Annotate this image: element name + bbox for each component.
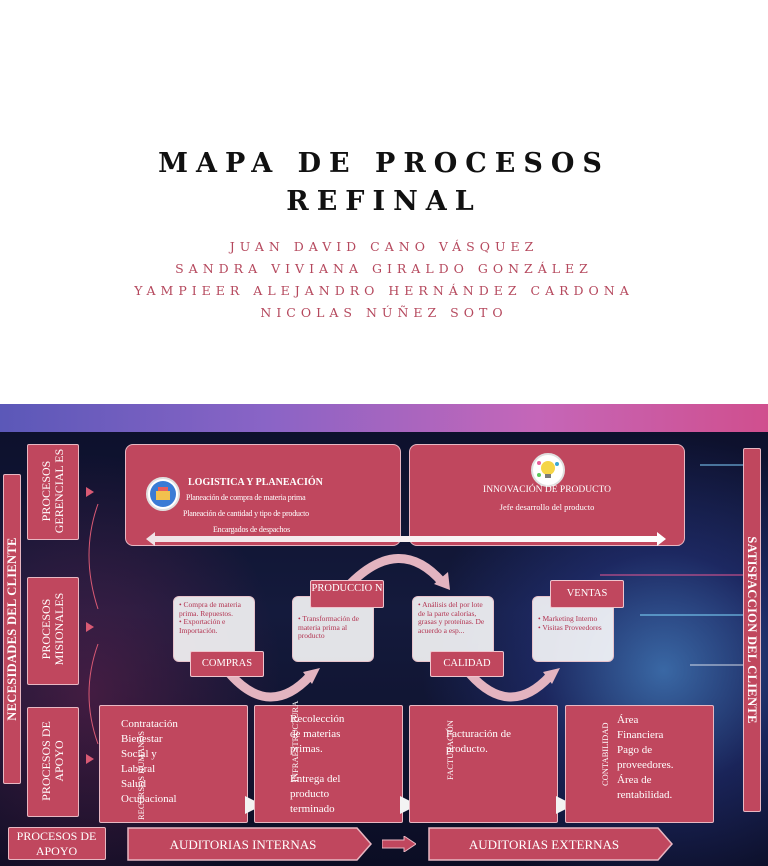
- infra-line: producto: [290, 788, 330, 800]
- compras-label: COMPRAS: [190, 651, 264, 677]
- auditorias-internas-chevron: [127, 827, 372, 861]
- row-gerenciales-label: PROCESOS GERENCIAL ES: [39, 448, 66, 534]
- ventas-item: Visitas Proveedores: [538, 623, 608, 633]
- facturacion-text: Facturación de producto.: [446, 727, 511, 757]
- bottom-apoyo-text: PROCESOS DE APOYO: [16, 829, 97, 858]
- auditorias-externas-chevron: [428, 827, 673, 861]
- facturacion-line: producto.: [446, 743, 488, 755]
- rrhh-line: Ocupacional: [121, 793, 177, 805]
- innovacion-box: INNOVACIÓN DE PRODUCTO Jefe desarrollo d…: [409, 444, 685, 546]
- innovacion-title: INNOVACIÓN DE PRODUCTO: [483, 485, 611, 495]
- logistica-title: LOGISTICA Y PLANEACIÓN: [188, 477, 323, 488]
- rrhh-box: [99, 705, 248, 823]
- connector-curves: [88, 503, 99, 745]
- auditorias-externas-label: AUDITORIAS EXTERNAS: [468, 837, 620, 852]
- light-streak: [690, 664, 750, 666]
- contabilidad-line: Área de: [617, 774, 652, 786]
- contabilidad-line: Financiera: [617, 729, 664, 741]
- infra-line: primas.: [290, 743, 323, 755]
- rrhh-line: Contratación: [121, 718, 178, 730]
- light-streak: [700, 464, 750, 466]
- facturacion-line: Facturación de: [446, 728, 512, 740]
- compras-item: Exportación e Importación.: [179, 617, 249, 635]
- logistics-icon: [146, 477, 180, 511]
- contabilidad-side-label: CONTABILIDAD: [600, 722, 610, 786]
- produccion-label: PRODUCCIO N: [310, 580, 384, 608]
- rrhh-line: Laboral: [121, 763, 156, 775]
- ventas-label: VENTAS: [550, 580, 624, 608]
- rrhh-line: Bienestar: [121, 733, 163, 745]
- logistica-line-2: Planeación de cantidad y tipo de product…: [183, 509, 309, 518]
- author-3: YAMPIEER ALEJANDRO HERNÁNDEZ CARDONA: [134, 283, 634, 298]
- double-arrow-bar: [146, 532, 666, 546]
- arrow-right-icon: [86, 487, 94, 497]
- lightbulb-icon: [531, 453, 565, 487]
- contabilidad-line: proveedores.: [617, 759, 674, 771]
- rrhh-line: Social y: [121, 748, 157, 760]
- title-slide: MAPA DE PROCESOS REFINAL JUAN DAVID CANO…: [0, 0, 768, 404]
- contabilidad-line: rentabilidad.: [617, 789, 673, 801]
- author-2: SANDRA VIVIANA GIRALDO GONZÁLEZ: [175, 261, 593, 276]
- author-4: NICOLAS NÚÑEZ SOTO: [260, 305, 508, 320]
- arrow-right-icon: [86, 754, 94, 764]
- calidad-label: CALIDAD: [430, 651, 504, 677]
- row-apoyo-box: [27, 707, 79, 817]
- facturacion-box: [409, 705, 558, 823]
- author-1: JUAN DAVID CANO VÁSQUEZ: [229, 239, 539, 254]
- infra-line: [290, 757, 344, 772]
- rrhh-text: Contratación Bienestar Social y Laboral …: [121, 717, 178, 807]
- arrow-right-icon: [382, 836, 416, 852]
- top-gradient-band: [0, 404, 768, 432]
- title-line-1: MAPA DE PROCESOS: [158, 148, 610, 179]
- row-misionales-label: PROCESOS MISIONALES: [39, 592, 66, 666]
- light-streak: [600, 574, 750, 576]
- row-misionales-box: [27, 577, 79, 685]
- client-needs-bar: [3, 474, 21, 784]
- client-satisfaction-bar: [743, 448, 761, 812]
- arrow-right-icon: [86, 622, 94, 632]
- auditorias-internas-label: AUDITORIAS INTERNAS: [169, 837, 317, 852]
- client-needs-label: NECESIDADES DEL CLIENTE: [5, 537, 19, 721]
- process-map-slide: NECESIDADES DEL CLIENTE SATISFACCION DEL…: [0, 404, 768, 866]
- row-gerenciales-box: [27, 444, 79, 540]
- contabilidad-line: Área: [617, 714, 639, 726]
- infra-line: de materias: [290, 728, 341, 740]
- innovacion-line: Jefe desarrollo del producto: [499, 502, 595, 512]
- contabilidad-line: Pago de: [617, 744, 653, 756]
- light-streak: [640, 614, 750, 616]
- title-line-2: REFINAL: [286, 186, 482, 217]
- logistica-line-1: Planeación de compra de materia prima: [186, 493, 306, 502]
- rrhh-line: Salud: [121, 778, 147, 790]
- contabilidad-box: [565, 705, 714, 823]
- logistica-line-3: Encargados de despachos: [213, 525, 291, 534]
- produccion-item: Transformación de materia prima al produ…: [298, 614, 368, 641]
- compras-item: Compra de materia prima. Repuestos.: [179, 600, 249, 618]
- infra-line: Recolección: [290, 713, 345, 725]
- calidad-item: Análisis del por lote de la parte calorí…: [418, 600, 488, 635]
- bottom-apoyo-tag: PROCESOS DE APOYO: [8, 827, 106, 860]
- contabilidad-text: Área Financiera Pago de proveedores. Áre…: [617, 713, 674, 803]
- infra-line: Entrega del: [290, 773, 341, 785]
- infra-line: terminado: [290, 803, 335, 815]
- row-apoyo-label: PROCESOS DE APOYO: [39, 721, 66, 801]
- process-cycle-arrows: [226, 554, 560, 702]
- logistica-box: LOGISTICA Y PLANEACIÓN Planeación de com…: [125, 444, 401, 546]
- client-satisfaction-label: SATISFACCION DEL CLIENTE: [745, 536, 759, 724]
- ventas-item: Marketing Interno: [538, 614, 608, 624]
- infra-text: Recolección de materias primas. Entrega …: [290, 712, 344, 817]
- infra-box: [254, 705, 403, 823]
